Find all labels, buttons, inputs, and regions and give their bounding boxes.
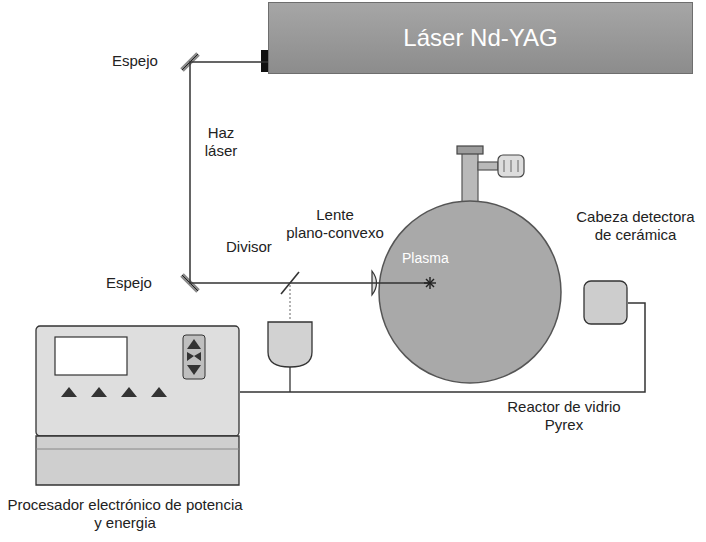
lens-label: Lente plano-convexo xyxy=(280,206,390,242)
word: detectora xyxy=(632,208,695,225)
reactor-label: Reactor de vidrio Pyrex xyxy=(498,398,630,434)
word: Pyrex xyxy=(545,416,583,433)
mirror-label: Espejo xyxy=(106,274,152,292)
word: Reactor xyxy=(507,398,560,415)
word: energia xyxy=(106,514,156,531)
detector-heading: Cabeza detectora de cerámica xyxy=(573,208,698,244)
word: Plasma xyxy=(402,250,449,266)
word: Lente xyxy=(316,206,354,223)
word: Espejo xyxy=(112,52,158,69)
word: Espejo xyxy=(106,274,152,291)
laser-beam xyxy=(190,62,378,283)
power-energy-processor: Procesador electrónico de potencia y ene… xyxy=(35,325,240,490)
word: Cabeza xyxy=(576,208,628,225)
word: Haz xyxy=(208,124,235,141)
word: Divisor xyxy=(226,238,272,255)
laser-name: Láser Nd-YAG xyxy=(403,24,557,52)
word: de xyxy=(595,226,612,243)
flask-neck xyxy=(457,146,524,206)
word: y xyxy=(94,514,102,531)
reference-detector xyxy=(268,322,312,367)
word: plano-convexo xyxy=(286,224,384,241)
word: Láser xyxy=(403,24,463,51)
word: cerámica xyxy=(616,226,677,243)
word: electrónico xyxy=(88,496,161,513)
laser-box: Láser Nd-YAG xyxy=(268,2,693,74)
word: Procesador xyxy=(7,496,84,513)
splitter-label: Divisor xyxy=(226,238,272,256)
plasma-label: Plasma xyxy=(402,250,449,267)
word: de xyxy=(564,398,581,415)
processor-label: Procesador electrónico de potencia y ene… xyxy=(5,496,245,532)
flask-outline xyxy=(378,200,562,384)
word: de xyxy=(165,496,182,513)
reactor-flask: Plasma xyxy=(378,200,562,384)
word: potencia xyxy=(186,496,243,513)
word: Nd-YAG xyxy=(470,24,558,51)
word: vidrio xyxy=(585,398,621,415)
word: láser xyxy=(205,142,238,159)
detector-cable xyxy=(289,367,290,392)
processor-device xyxy=(35,325,240,490)
beam-label: Haz láser xyxy=(196,124,246,160)
detector-head: Cabeza detectora de cerámica xyxy=(583,280,628,325)
mirror-label: Espejo xyxy=(112,52,158,70)
detector-head-shape xyxy=(583,280,628,325)
split-beam xyxy=(290,285,291,321)
